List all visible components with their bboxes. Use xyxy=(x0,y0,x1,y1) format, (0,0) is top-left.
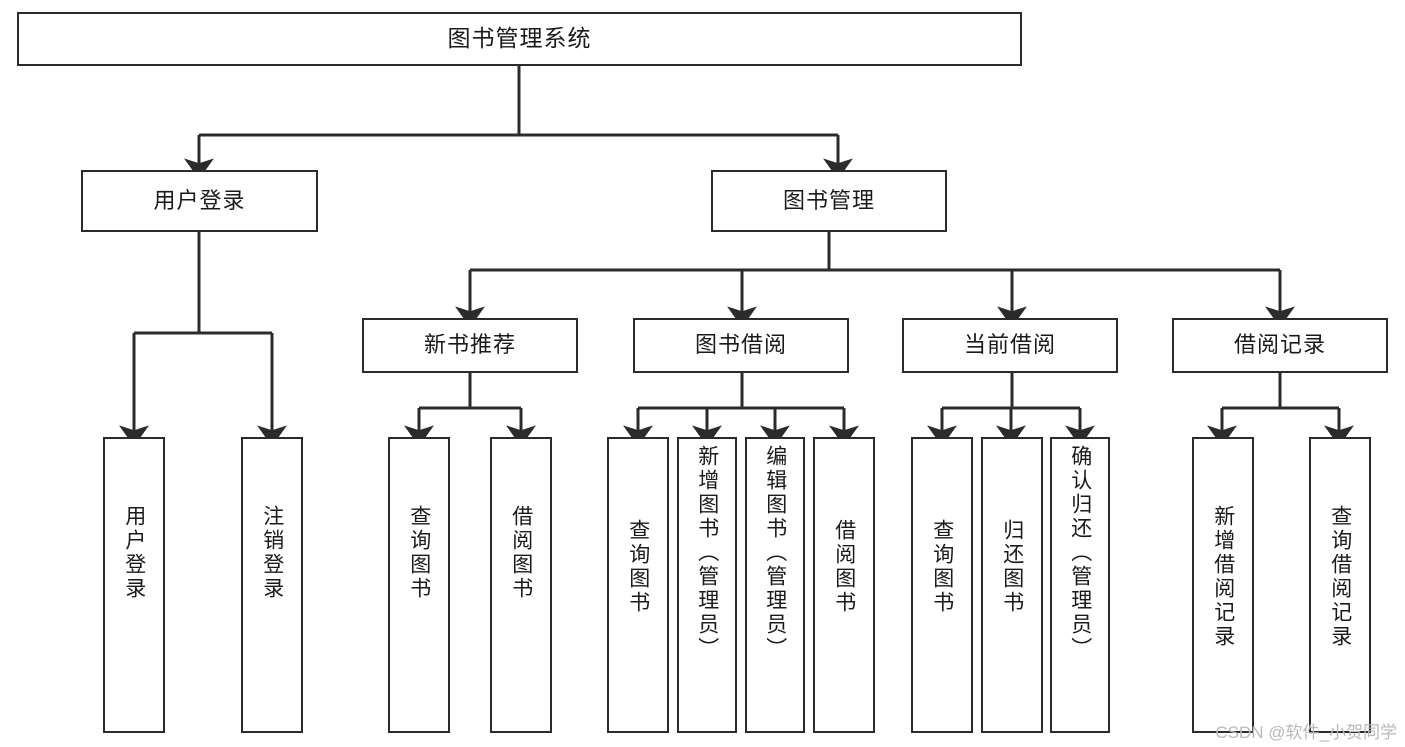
node-label: 查询图书 xyxy=(930,519,954,615)
node-label: 图书管理系统 xyxy=(447,25,592,52)
leaf-add-book-admin[interactable]: 新增图书（管理员） xyxy=(677,437,737,733)
leaf-user-login[interactable]: 用户登录 xyxy=(103,437,165,733)
leaf-query-book-borrow[interactable]: 查询图书 xyxy=(607,437,669,733)
node-label: 归还图书 xyxy=(1000,519,1024,615)
node-borrow-record[interactable]: 借阅记录 xyxy=(1172,318,1388,373)
node-label: 编辑图书（管理员） xyxy=(763,445,787,661)
node-book-manage[interactable]: 图书管理 xyxy=(711,170,947,232)
leaf-edit-book-admin[interactable]: 编辑图书（管理员） xyxy=(745,437,805,733)
node-root-system[interactable]: 图书管理系统 xyxy=(17,12,1022,66)
watermark-text: CSDN @软件_小贺同学 xyxy=(1215,723,1397,742)
node-label: 借阅图书 xyxy=(832,519,856,615)
leaf-borrow-book-rec[interactable]: 借阅图书 xyxy=(490,437,552,733)
node-label: 用户登录 xyxy=(122,505,146,601)
node-label: 图书借阅 xyxy=(694,332,787,358)
node-label: 借阅图书 xyxy=(509,505,533,601)
node-label: 图书管理 xyxy=(782,187,875,213)
leaf-confirm-return-admin[interactable]: 确认归还（管理员） xyxy=(1050,437,1110,733)
node-user-login[interactable]: 用户登录 xyxy=(81,170,318,232)
leaf-query-borrow-record[interactable]: 查询借阅记录 xyxy=(1309,437,1371,733)
node-new-book-recommend[interactable]: 新书推荐 xyxy=(362,318,578,373)
node-label: 查询图书 xyxy=(407,505,431,601)
node-label: 当前借阅 xyxy=(963,332,1056,358)
leaf-return-book[interactable]: 归还图书 xyxy=(981,437,1043,733)
node-label: 新增图书（管理员） xyxy=(695,445,719,661)
node-current-borrow[interactable]: 当前借阅 xyxy=(902,318,1118,373)
leaf-query-book-current[interactable]: 查询图书 xyxy=(911,437,973,733)
leaf-borrow-book-borrow[interactable]: 借阅图书 xyxy=(813,437,875,733)
node-book-borrow[interactable]: 图书借阅 xyxy=(633,318,849,373)
node-label: 用户登录 xyxy=(153,187,246,213)
leaf-add-borrow-record[interactable]: 新增借阅记录 xyxy=(1192,437,1254,733)
node-label: 注销登录 xyxy=(260,505,284,601)
node-label: 新书推荐 xyxy=(423,332,516,358)
leaf-logout[interactable]: 注销登录 xyxy=(241,437,303,733)
node-label: 新增借阅记录 xyxy=(1211,505,1235,649)
leaf-query-book-rec[interactable]: 查询图书 xyxy=(388,437,450,733)
node-label: 确认归还（管理员） xyxy=(1068,445,1092,661)
node-label: 查询图书 xyxy=(626,519,650,615)
node-label: 查询借阅记录 xyxy=(1328,505,1352,649)
node-label: 借阅记录 xyxy=(1233,332,1326,358)
